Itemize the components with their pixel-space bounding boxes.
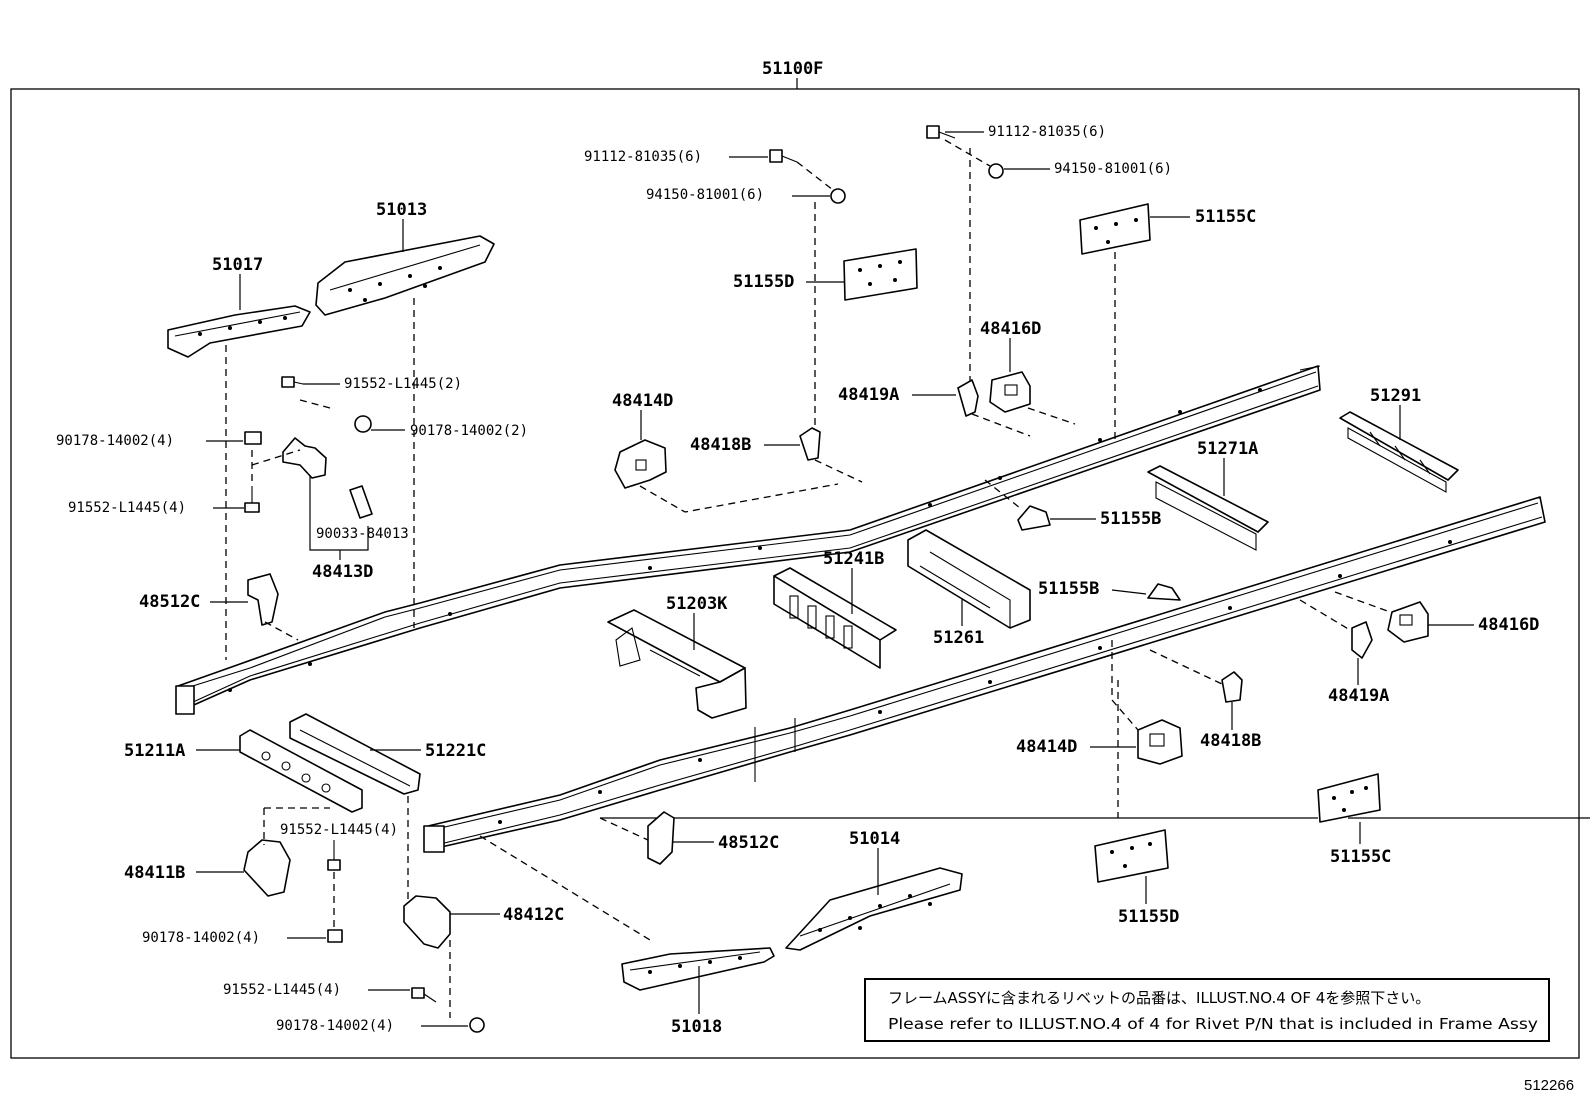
rivet-note-japanese: フレームASSYに含まれるリベットの品番は、ILLUST.NO.4 OF 4を参… [888,989,1430,1007]
rivet-note-english: Please refer to ILLUST.NO.4 of 4 for Riv… [888,1015,1538,1033]
label-51155B-a: 51155B [1100,509,1161,529]
part-51014 [785,867,963,951]
frame-rail-right [423,496,1546,853]
bracket-51155B-a [1017,505,1051,531]
label-51014: 51014 [849,829,900,849]
label-48416D-b: 48416D [1478,615,1539,635]
bracket-48512C-a [247,573,279,626]
bracket-48413D [282,437,327,479]
nut-94150-b [988,163,1004,179]
bracket-48414D-b [1137,719,1183,765]
plate-51155D-b [1094,829,1169,883]
illustration-reference-number: 512266 [1524,1077,1574,1094]
label-91552-2: 91552-L1445(2) [344,376,462,392]
label-90033: 90033-84013 [316,526,409,542]
bushing-90033 [349,485,373,519]
part-51013 [315,235,495,316]
label-51155B-b: 51155B [1038,579,1099,599]
bracket-48412C [403,895,451,949]
label-51211A: 51211A [124,741,185,761]
label-51291: 51291 [1370,386,1421,406]
bracket-48512C-b [647,811,675,865]
bracket-48418B-a [799,427,821,461]
label-51261: 51261 [933,628,984,648]
label-48419A-a: 48419A [838,385,899,405]
label-94150-b: 94150-81001(6) [1054,161,1172,177]
plate-51155C-b [1317,773,1381,823]
label-48411B: 48411B [124,863,185,883]
label-48416D-a: 48416D [980,319,1041,339]
label-91112-b: 91112-81035(6) [988,124,1106,140]
label-91112-a: 91112-81035(6) [584,149,702,165]
part-51018 [621,947,775,991]
label-94150-a: 94150-81001(6) [646,187,764,203]
label-51155D-a: 51155D [733,272,794,292]
label-48512C-b: 48512C [718,833,779,853]
bolt-91552-d [411,987,437,1003]
label-90178-4c: 90178-14002(4) [276,1018,394,1034]
nut-90178-a [354,415,372,433]
label-91552-4c: 91552-L1445(4) [223,982,341,998]
label-90178-4a: 90178-14002(4) [56,433,174,449]
assembly-number-label: 51100F [762,59,823,79]
bracket-48418B-b [1221,671,1243,703]
label-51271A: 51271A [1197,439,1258,459]
plate-51155D-a [843,248,918,301]
bolt-91112-b [926,125,956,139]
label-48412C: 48412C [503,905,564,925]
label-51241B: 51241B [823,549,884,569]
label-51017: 51017 [212,255,263,275]
label-48419A-b: 48419A [1328,686,1389,706]
nut-94150-a [830,188,846,204]
bracket-48411B [243,839,291,897]
label-48413D: 48413D [312,562,373,582]
crossmember-51261 [907,529,1031,629]
label-51155C-b: 51155C [1330,847,1391,867]
label-51155D-b: 51155D [1118,907,1179,927]
label-90178-2: 90178-14002(2) [410,423,528,439]
label-91552-4b: 91552-L1445(4) [280,822,398,838]
diagram-frame [10,88,1580,1059]
rivet-note-box [864,978,1550,1042]
crossmember-51211A [239,729,363,813]
label-51203K: 51203K [666,594,728,614]
nut-90178-d [469,1017,485,1033]
bolt-91112-a [769,149,798,163]
part-51017 [167,305,311,358]
crossmember-51241B [773,567,897,669]
bracket-48419A-a [957,379,979,417]
bracket-48419A-b [1351,621,1373,659]
crossmember-51203K [607,609,747,719]
label-48512C-a: 48512C [139,592,200,612]
crossmember-51291 [1339,411,1459,493]
bracket-48416D-a [989,371,1031,413]
bolt-91552-a [281,376,304,388]
bolt-91552-c [327,840,341,871]
label-51155C-a: 51155C [1195,207,1256,227]
label-51018: 51018 [671,1017,722,1037]
label-51013: 51013 [376,200,427,220]
bracket-48414D-a [614,439,667,489]
label-48414D-b: 48414D [1016,737,1077,757]
label-48414D-a: 48414D [612,391,673,411]
nut-90178-c [327,929,343,943]
label-91552-4a: 91552-L1445(4) [68,500,186,516]
frame-rail-left [175,365,1321,715]
bracket-48416D-b [1387,601,1429,643]
label-48418B-a: 48418B [690,435,751,455]
label-48418B-b: 48418B [1200,731,1261,751]
nut-90178-b [244,431,262,445]
plate-51155C-a [1079,203,1151,255]
crossmember-51221C [289,713,421,795]
crossmember-51271A [1147,465,1269,551]
bracket-51155B-b [1147,583,1181,601]
bolt-91552-b [244,486,260,513]
label-90178-4b: 90178-14002(4) [142,930,260,946]
label-51221C: 51221C [425,741,486,761]
